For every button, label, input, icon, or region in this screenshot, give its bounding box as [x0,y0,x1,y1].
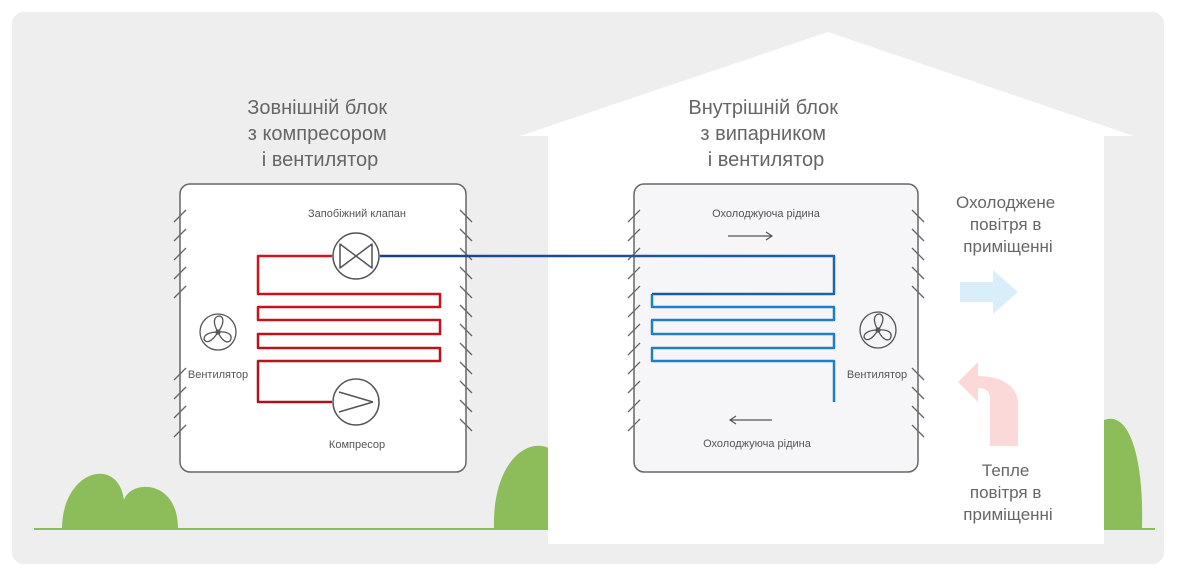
outdoor-unit-box [179,183,467,473]
outdoor-title-line-3: і вентилятор [262,149,379,171]
outdoor-title-line-2: з компресором [248,123,387,145]
valve-icon [332,232,380,280]
warm-air-label: Тепле повітря в приміщенні [963,461,1052,524]
warm-air-line-1: Тепле [982,461,1029,480]
condenser-coil [256,254,442,404]
cooled-air-label: Охолоджене повітря в приміщенні [956,193,1060,256]
cool-air-arrow-icon [960,270,1018,314]
indoor-title-line-2: з випарником [700,123,826,145]
arrow-left-icon [728,415,772,425]
outdoor-left-grille [173,209,187,438]
outdoor-title-line-1: Зовнішній блок [247,97,387,119]
refrigerant-top-label: Охолоджуюча рідина [712,208,821,220]
compressor-icon [332,378,380,426]
compressor-label: Компресор [329,439,385,451]
pipe-top [380,254,836,296]
indoor-title-line-1: Внутрішній блок [688,97,838,119]
bush-left [62,473,178,529]
indoor-fan-label: Вентилятор [847,369,907,381]
indoor-unit-title: Внутрішній блок з випарником і вентилято… [688,97,843,171]
cooled-air-line-2: повітря в [970,215,1041,234]
bush-house-right [1104,418,1143,529]
warm-air-arrow-icon [958,362,1018,446]
outdoor-right-grille [459,209,473,432]
evaporator-coil [650,294,836,402]
cooled-air-line-3: приміщенні [963,237,1052,256]
warm-air-line-3: приміщенні [963,505,1052,524]
indoor-unit-box [633,183,919,473]
outdoor-fan-label: Вентилятор [188,369,248,381]
warm-air-line-2: повітря в [970,483,1041,502]
outdoor-fan-icon [199,313,237,351]
cooled-air-line-1: Охолоджене [956,193,1055,212]
valve-label: Запобіжний клапан [308,208,406,220]
bush-house-left [493,445,552,529]
refrigerant-bottom-label: Охолоджуюча рідина [703,438,812,450]
indoor-fan-icon [859,311,897,349]
indoor-title-line-3: і вентилятор [708,149,825,171]
indoor-right-grille [911,209,925,438]
outdoor-unit-title: Зовнішній блок з компресором і вентилято… [247,97,392,171]
arrow-right-icon [728,231,774,241]
